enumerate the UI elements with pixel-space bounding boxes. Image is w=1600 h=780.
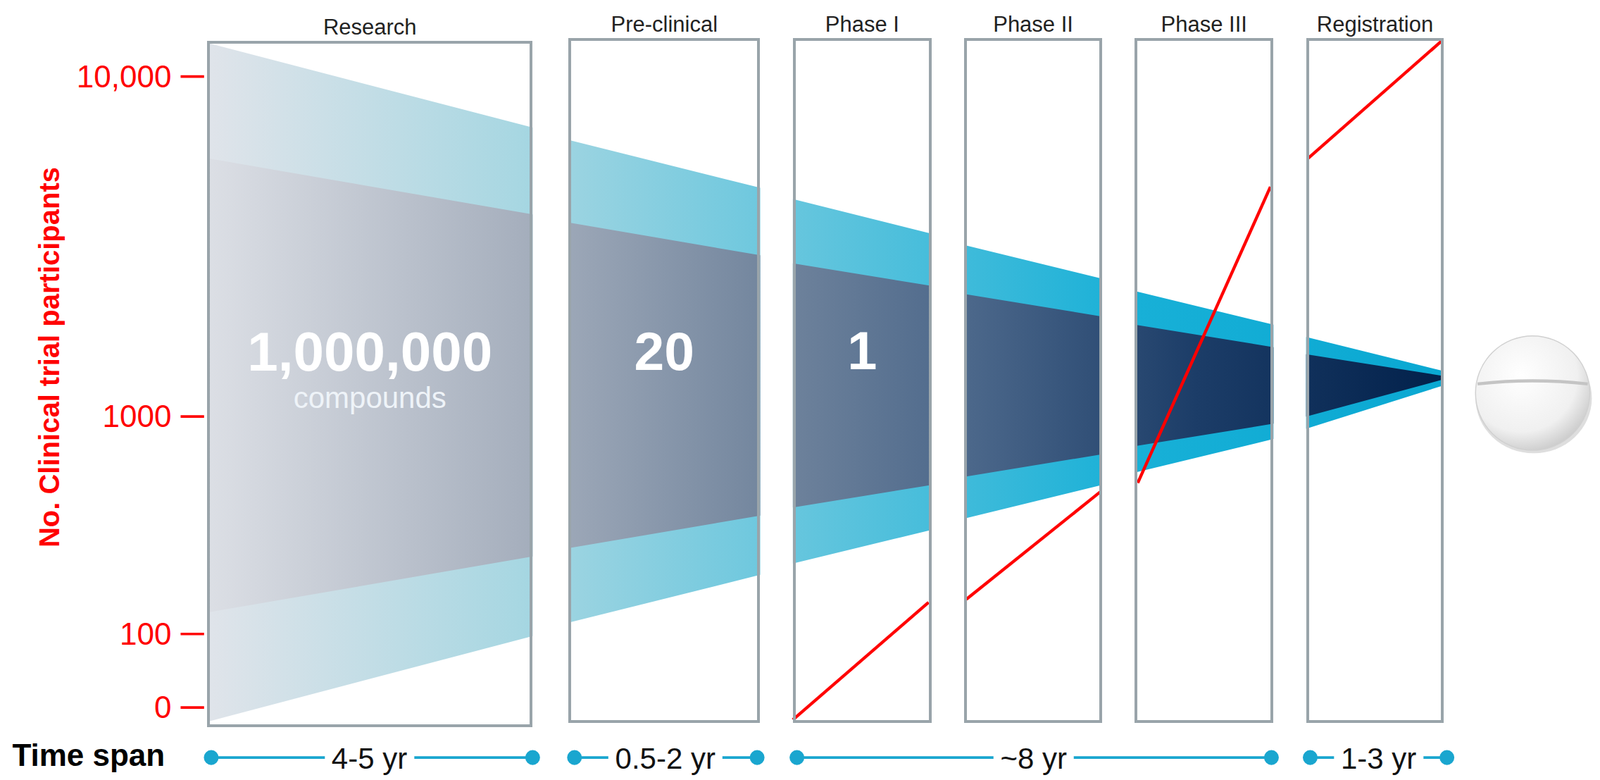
- count-number: 1: [795, 321, 929, 380]
- axis-tick-label: 100: [119, 616, 172, 651]
- stage-heading: Pre-clinical: [610, 12, 718, 37]
- stage-count-group: 20: [571, 321, 758, 381]
- count-unit: compounds: [209, 381, 530, 415]
- stage-column-box: Pre-clinical20: [568, 38, 760, 723]
- stage-column-box: Phase II: [964, 38, 1103, 723]
- count-number: 1,000,000: [209, 321, 530, 382]
- axis-title: No. Clinical trial participants: [33, 166, 65, 548]
- axis-ticks: [180, 76, 204, 708]
- stage-count-group: 1: [795, 321, 929, 380]
- stage-heading: Phase III: [1161, 12, 1248, 37]
- duration-label: ~8 yr: [993, 741, 1075, 774]
- duration-label: 0.5-2 yr: [608, 741, 723, 774]
- duration-label: 4-5 yr: [324, 741, 415, 774]
- stage-column-box: Phase I1: [792, 38, 932, 723]
- funnel-inner-band: [207, 158, 1442, 613]
- axis-tick-label: 1000: [102, 399, 172, 434]
- pill-icon: [1475, 335, 1592, 454]
- axis-tick-label: 10,000: [76, 59, 172, 93]
- duration-label: 1-3 yr: [1333, 741, 1424, 774]
- time-span-title: Time span: [11, 738, 165, 772]
- participant-trend-line: [792, 40, 1443, 720]
- stage-count-group: 1,000,000compounds: [209, 321, 530, 415]
- stage-heading: Registration: [1316, 12, 1434, 37]
- stage-column-box: Registration: [1306, 38, 1445, 723]
- stage-column-box: Research1,000,000compounds: [207, 40, 533, 727]
- axis-tick-label: 0: [154, 690, 172, 724]
- stage-column-box: Phase III: [1134, 38, 1274, 723]
- stage-heading: Phase I: [825, 12, 900, 37]
- stage-heading: Research: [323, 15, 417, 40]
- stage-heading: Phase II: [992, 12, 1074, 37]
- count-number: 20: [571, 321, 758, 381]
- funnel-outer-band: [207, 42, 1442, 722]
